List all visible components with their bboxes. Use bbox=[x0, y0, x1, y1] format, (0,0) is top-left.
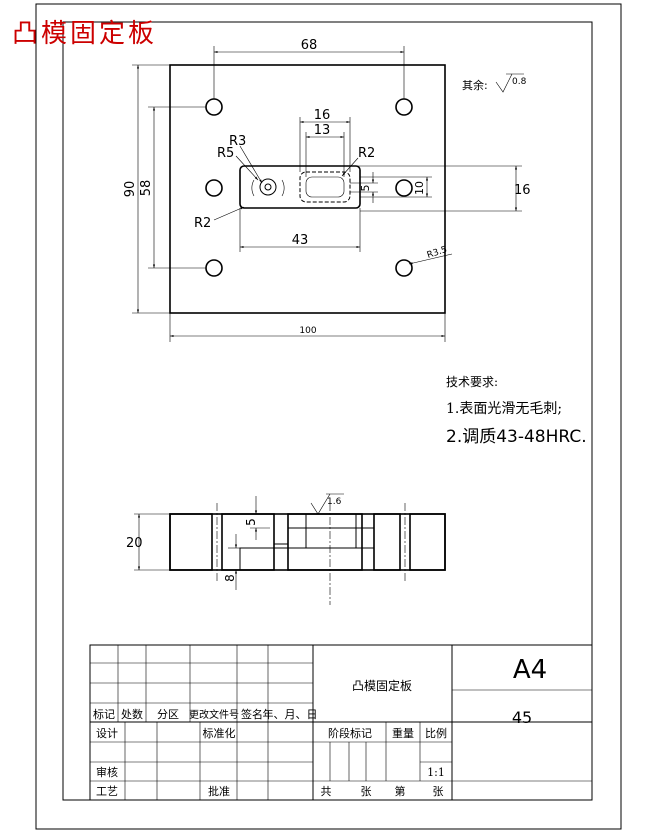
hole-mid-left bbox=[205, 179, 223, 197]
tb-label-count: 处数 bbox=[121, 708, 143, 721]
header-title: 凸模固定板 bbox=[12, 19, 157, 49]
tb-review: 审核 bbox=[96, 765, 118, 779]
req-heading: 技术要求: bbox=[446, 375, 498, 389]
dim-16-top: 16 bbox=[314, 108, 331, 123]
tb-standardize: 标准化 bbox=[203, 726, 236, 740]
hole-top-right bbox=[395, 98, 413, 116]
hole-bottom-left bbox=[205, 259, 223, 277]
dim-r2-right: R2 bbox=[358, 146, 375, 161]
pin-circle bbox=[259, 178, 277, 196]
tb-scale: 1:1 bbox=[427, 766, 445, 779]
tb-stage-mark: 阶段标记 bbox=[328, 726, 372, 740]
tb-scale-label: 比例 bbox=[425, 726, 447, 740]
dim-68: 68 bbox=[301, 38, 318, 53]
roughness-value: 0.8 bbox=[512, 77, 527, 87]
dim-5-section: 5 bbox=[244, 518, 258, 526]
hole-bottom-right bbox=[395, 259, 413, 277]
section-view: 20 5 8 1.6 bbox=[126, 493, 446, 605]
tb-label-change-doc: 更改文件号 bbox=[189, 708, 239, 721]
hole-top-left bbox=[205, 98, 223, 116]
section-roughness-icon bbox=[310, 493, 331, 515]
tb-weight: 重量 bbox=[392, 726, 414, 740]
dim-13: 13 bbox=[314, 123, 331, 138]
tb-part-name: 凸模固定板 bbox=[352, 678, 412, 693]
title-block: 凸模固定板 A4 45 标记 处数 分区 更改文件号 签名 年、月、日 设计 标… bbox=[89, 644, 593, 801]
dim-20: 20 bbox=[126, 536, 143, 551]
section-roughness: 1.6 bbox=[327, 497, 342, 507]
dim-r3: R3 bbox=[229, 134, 246, 149]
tb-approve: 批准 bbox=[208, 784, 230, 798]
dim-10: 10 bbox=[413, 181, 426, 195]
punch-slot bbox=[299, 171, 351, 203]
pin-arc-left bbox=[251, 179, 255, 197]
tb-sheets-1: 张 bbox=[361, 785, 372, 798]
dim-r2-left: R2 bbox=[194, 216, 211, 231]
sheet-border bbox=[35, 3, 622, 830]
dim-16-right: 16 bbox=[514, 183, 531, 198]
dim-100: 100 bbox=[299, 326, 316, 336]
dim-58: 58 bbox=[139, 180, 154, 197]
tb-label-mark: 标记 bbox=[93, 707, 115, 721]
tb-sheet-size: A4 bbox=[513, 655, 547, 685]
plate-outline bbox=[169, 64, 446, 314]
tech-requirements: 技术要求: 1.表面光滑无毛刺; 2.调质43-48HRC. bbox=[446, 375, 587, 447]
tb-label-date: 年、月、日 bbox=[263, 707, 318, 721]
pin-center bbox=[264, 183, 272, 191]
punch-slot-inner bbox=[305, 176, 345, 198]
hole-mid-right bbox=[395, 179, 413, 197]
tb-label-sign: 签名 bbox=[241, 707, 263, 721]
req-item-1: 1.表面光滑无毛刺; bbox=[446, 400, 562, 417]
tb-label-zone: 分区 bbox=[157, 708, 179, 721]
tb-sheets-2: 张 bbox=[433, 785, 444, 798]
roughness-symbol-icon bbox=[495, 73, 513, 93]
roughness-prefix: 其余: bbox=[462, 78, 488, 92]
dim-r5: R5 bbox=[217, 146, 234, 161]
tb-material: 45 bbox=[512, 708, 532, 727]
dim-5-top: 5 bbox=[359, 185, 372, 192]
dim-90: 90 bbox=[123, 181, 138, 198]
dim-8: 8 bbox=[223, 574, 237, 582]
pin-arc-right bbox=[281, 179, 285, 197]
dim-43: 43 bbox=[292, 233, 309, 248]
tb-process: 工艺 bbox=[96, 785, 118, 798]
tb-total: 共 bbox=[321, 785, 332, 798]
tb-sheet-no: 第 bbox=[395, 784, 406, 798]
req-item-2: 2.调质43-48HRC. bbox=[446, 427, 587, 447]
top-view: 68 90 58 16 13 R3 R5 R2 R2 bbox=[123, 38, 531, 342]
tb-design: 设计 bbox=[96, 727, 118, 740]
